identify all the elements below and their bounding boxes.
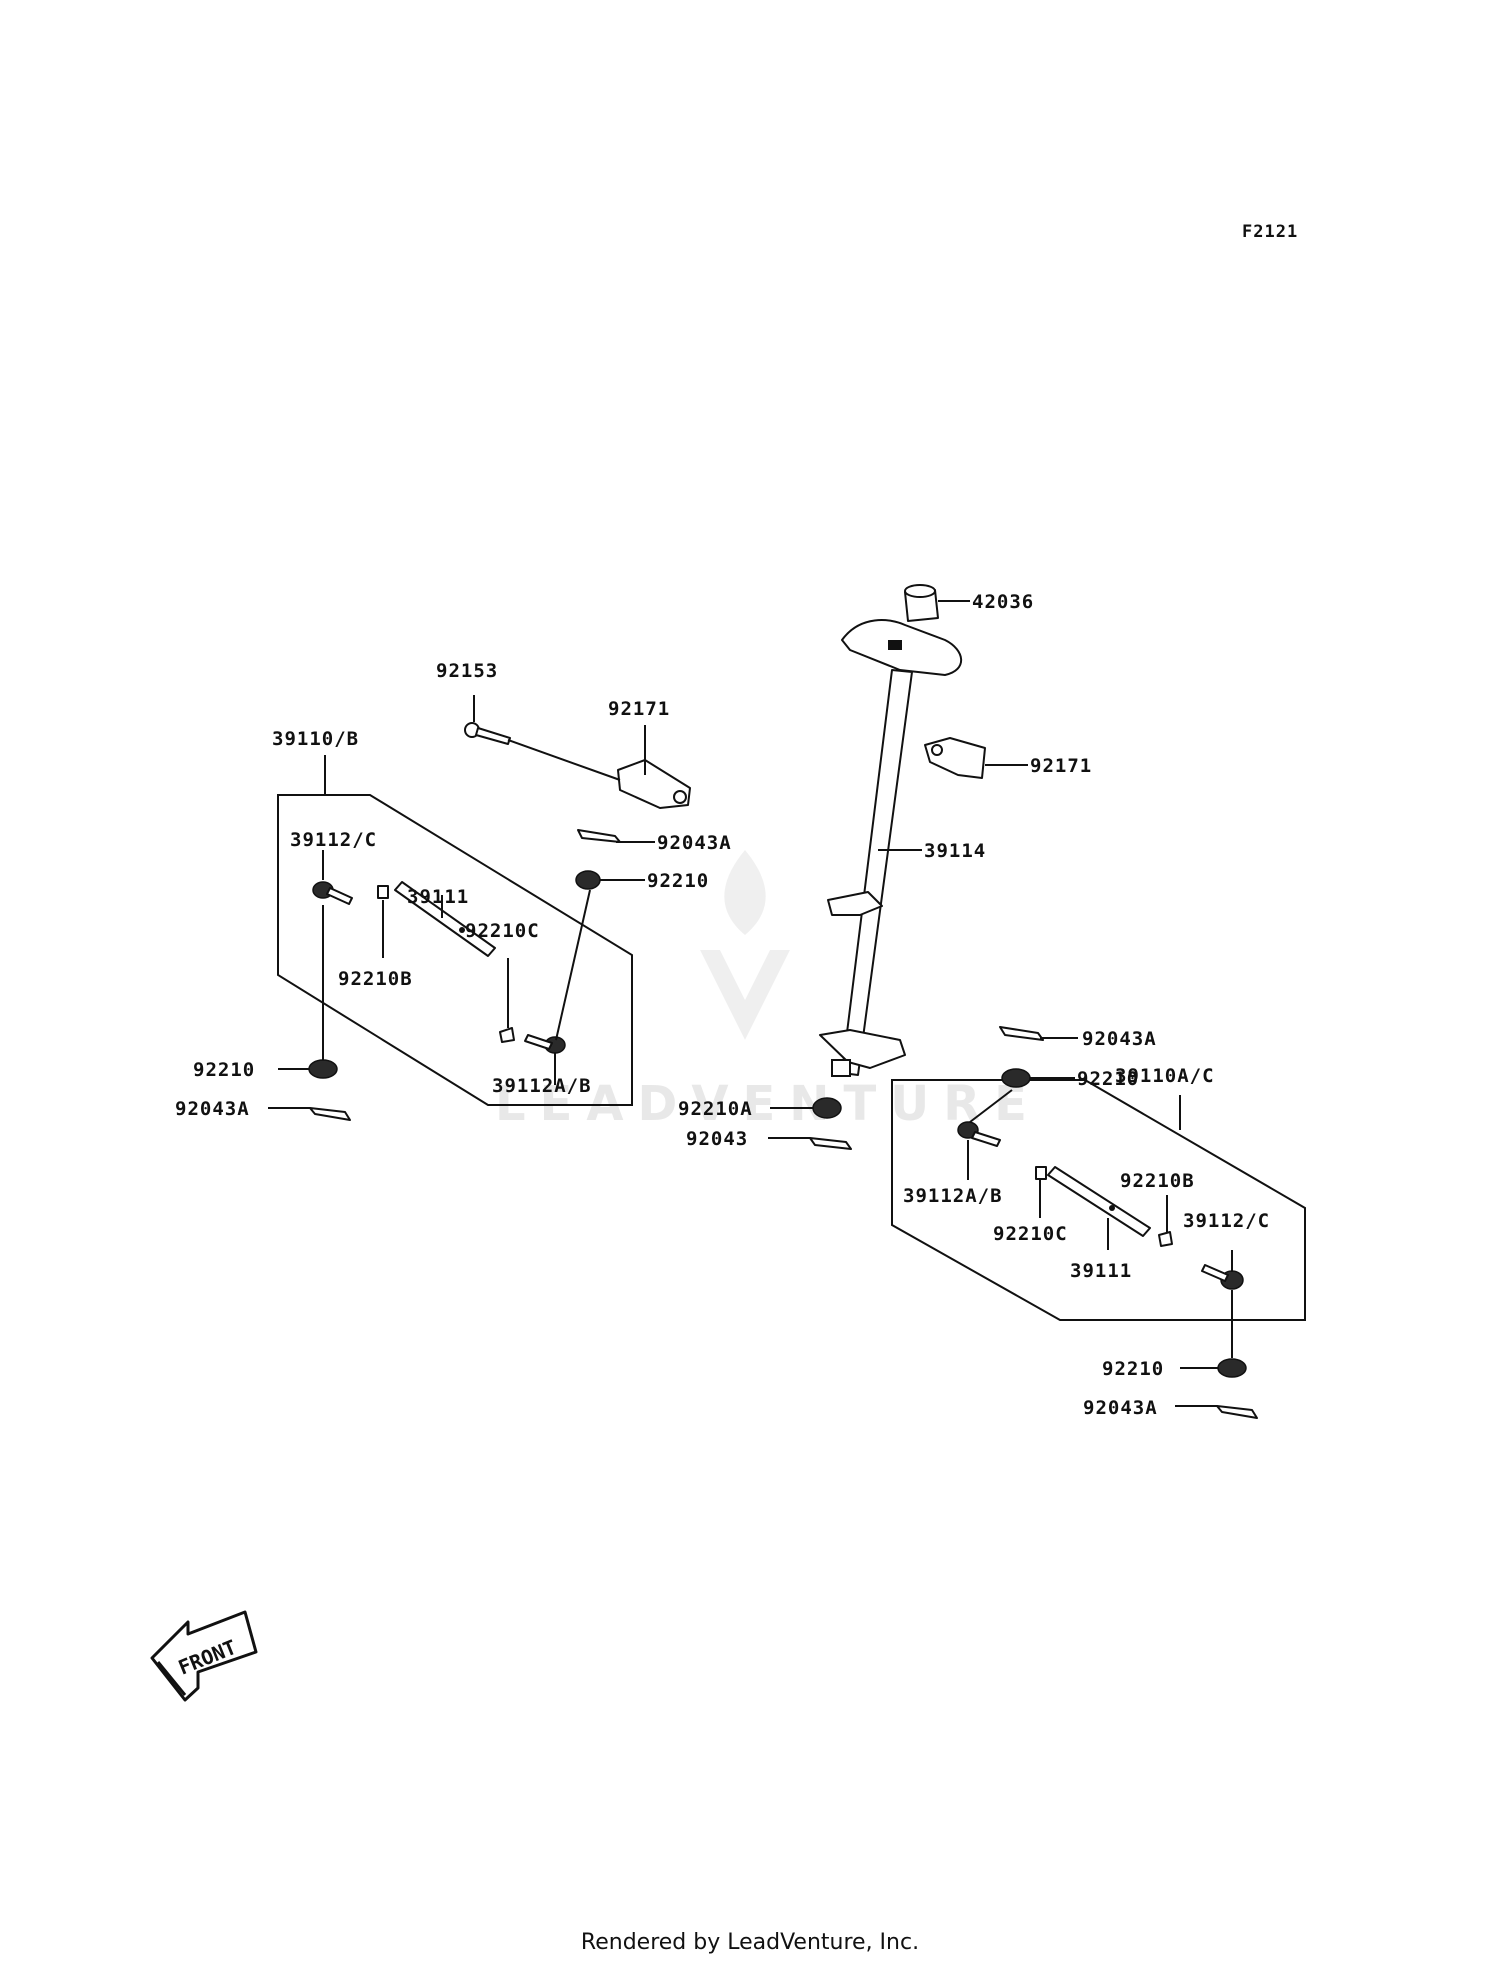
label-92210a: 92210A (678, 1098, 753, 1120)
nut-92210b-left[interactable] (377, 885, 389, 899)
label-92210b-left: 92210B (338, 968, 413, 990)
label-39111-right: 39111 (1070, 1260, 1132, 1282)
label-39112-c-right: 39112/C (1183, 1210, 1270, 1232)
label-92210-mid: 92210 (1077, 1068, 1139, 1090)
watermark: LEADVENTURE (495, 850, 1027, 1132)
castle-nut-mid-right[interactable] (1001, 1068, 1031, 1088)
label-92171-left: 92171 (608, 698, 670, 720)
nut-92210c-right[interactable] (1035, 1166, 1047, 1180)
label-92210c-right: 92210C (993, 1223, 1068, 1245)
label-42036: 42036 (972, 591, 1034, 613)
front-arrow: FRONT (150, 1610, 258, 1702)
tie-rod-group-frame-left (277, 794, 633, 1106)
tie-rod-end-left-outer[interactable] (312, 881, 353, 905)
tie-rod-end-right-outer[interactable] (1201, 1264, 1244, 1290)
label-92210-left: 92210 (193, 1059, 255, 1081)
castle-nut-left[interactable] (308, 1059, 338, 1079)
tie-rod-end-left-inner[interactable] (524, 1034, 566, 1054)
label-92043a-top: 92043A (657, 832, 732, 854)
label-92171-right: 92171 (1030, 755, 1092, 777)
label-39112-ab-left: 39112A/B (492, 1075, 592, 1097)
label-92043: 92043 (686, 1128, 748, 1150)
cotter-pin-bottom-right[interactable] (1216, 1405, 1258, 1419)
cotter-pin-left[interactable] (309, 1107, 351, 1121)
tie-rod-left[interactable] (394, 881, 496, 957)
shaft-clamp-left[interactable] (617, 759, 691, 809)
tie-rod-right[interactable] (1047, 1166, 1151, 1237)
castle-nut-center[interactable] (812, 1097, 842, 1119)
footer-credit: Rendered by LeadVenture, Inc. (580, 1930, 920, 1955)
nut-92210c-left[interactable] (499, 1027, 515, 1043)
tie-rod-end-right-inner[interactable] (957, 1121, 1001, 1147)
leader-lines (268, 600, 1233, 1407)
part-labels: 42036 92153 92171 92171 39110/B 39112/C … (175, 591, 1270, 1419)
figure-code: F2121 (1242, 222, 1298, 242)
nut-92210b-right[interactable] (1158, 1231, 1173, 1247)
label-39114: 39114 (924, 840, 986, 862)
label-39112-ab-right: 39112A/B (903, 1185, 1003, 1207)
label-39110-ac: 39110A/C (1115, 1065, 1215, 1087)
label-92043a-mid: 92043A (1082, 1028, 1157, 1050)
label-92210-top: 92210 (647, 870, 709, 892)
steering-shaft[interactable] (819, 584, 963, 1077)
cotter-pin-center[interactable] (809, 1137, 852, 1150)
label-39112-c-left: 39112/C (290, 829, 377, 851)
label-39110-b: 39110/B (272, 728, 359, 750)
label-92153: 92153 (436, 660, 498, 682)
label-92210b-right: 92210B (1120, 1170, 1195, 1192)
castle-nut-top-left[interactable] (575, 870, 601, 890)
cotter-pin-top-left[interactable] (577, 829, 621, 843)
clamp-bolt[interactable] (464, 722, 511, 745)
shaft-clamp-right[interactable] (924, 737, 986, 779)
castle-nut-bottom-right[interactable] (1217, 1358, 1247, 1378)
label-92210c-left: 92210C (465, 920, 540, 942)
label-92043a-bottom: 92043A (1083, 1397, 1158, 1419)
label-92043a-left: 92043A (175, 1098, 250, 1120)
tie-rod-group-frame-right (891, 1079, 1306, 1321)
label-39111-left: 39111 (407, 886, 469, 908)
cotter-pin-mid-right[interactable] (999, 1026, 1044, 1041)
label-92210-bottom: 92210 (1102, 1358, 1164, 1380)
